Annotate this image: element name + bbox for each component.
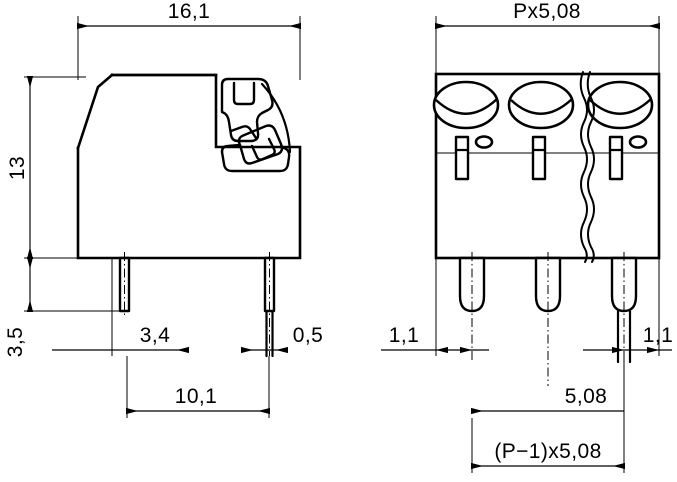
front-view-solder-pin-1	[458, 252, 486, 362]
side-view-body-outline	[76, 73, 302, 260]
dimension-label-pin-spacing-depth: 10,1	[175, 385, 217, 408]
front-view-group: Px5,08	[381, 0, 673, 473]
side-view-chamfer	[76, 73, 114, 150]
dimension-pitch: 5,08	[471, 356, 625, 418]
dimension-width-overall: 16,1	[77, 0, 301, 30]
break-line	[579, 71, 588, 263]
dimension-label-pin-length: 3,5	[4, 327, 27, 357]
dimension-height-body: 13	[6, 76, 120, 259]
dimension-label-width-total: Px5,08	[513, 0, 581, 23]
dimension-label-width-overall: 16,1	[168, 0, 210, 23]
screw-blade-1	[454, 135, 494, 181]
dimension-pin-length: 3,5	[4, 257, 120, 357]
break-line-secondary	[586, 71, 595, 263]
side-view-group: 16,1 13 3,5	[4, 0, 323, 418]
dimension-pin-thickness: 0,5	[241, 324, 323, 354]
dimension-width-total: Px5,08	[435, 0, 660, 30]
dimension-edge-margin-right: 1,1	[583, 258, 673, 356]
wire-entry-hole-2	[507, 80, 575, 130]
dimension-pin-offset-front: 3,4	[52, 258, 189, 356]
screw-blade-2	[531, 135, 547, 181]
terminal-clamp-detail	[220, 77, 292, 173]
wire-entry-hole-3	[586, 80, 654, 130]
side-view-pin-right	[263, 252, 276, 358]
dimension-label-pitch: 5,08	[565, 385, 607, 408]
dimension-pin-span: (P−1)x5,08	[471, 418, 625, 473]
dimension-label-edge-margin-right: 1,1	[643, 324, 673, 347]
screw-blade-3	[608, 135, 648, 181]
dimension-label-height-body: 13	[6, 156, 29, 180]
wire-entry-hole-1	[432, 80, 500, 130]
side-view-pin-left	[118, 252, 131, 316]
dimension-label-pin-thickness: 0,5	[293, 324, 323, 347]
dimension-edge-margin-left: 1,1	[381, 258, 489, 356]
dimension-label-pin-offset-front: 3,4	[140, 324, 170, 347]
front-view-solder-pin-2	[534, 252, 562, 386]
dimension-label-edge-margin-left: 1,1	[389, 324, 419, 347]
dimension-pin-spacing-depth: 10,1	[126, 356, 270, 418]
dimension-label-pin-span: (P−1)x5,08	[494, 440, 601, 463]
front-view-solder-pin-3	[610, 252, 638, 364]
